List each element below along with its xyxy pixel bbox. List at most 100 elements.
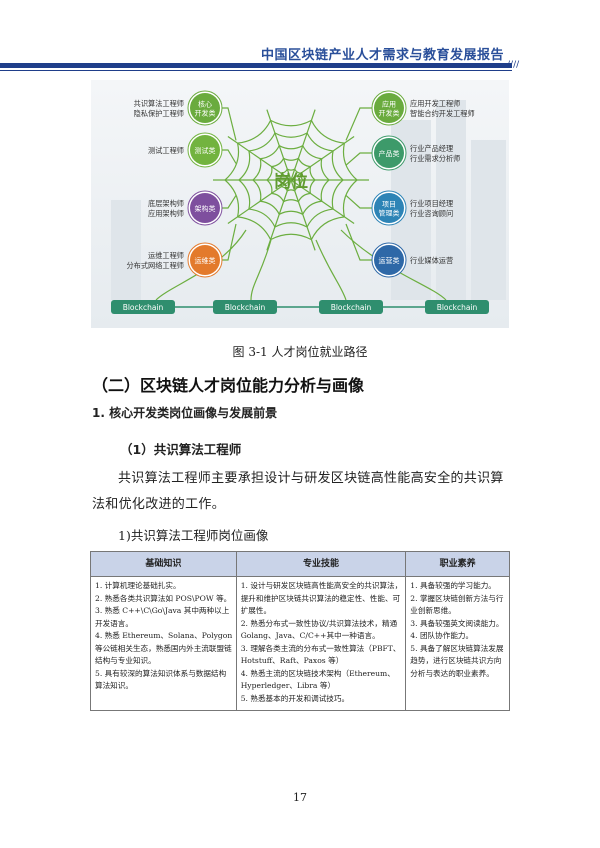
blockchain-rect <box>111 300 175 314</box>
professional-skills-cell: 1. 设计与研发区块链高性能高安全的共识算法，提升和维护区块链共识算法的稳定性、… <box>235 576 407 711</box>
node-circle <box>190 193 220 223</box>
connector-line <box>220 195 237 209</box>
role-label: 测试工程师 <box>148 146 184 155</box>
web-spoke <box>290 179 316 251</box>
connector-line <box>220 149 237 164</box>
list-item: 2. 熟悉各类共识算法如 POS\POW 等。 <box>95 593 232 603</box>
list-item: 3. 理解各类主流的分布式一致性算法（PBFT、Hotstuff、Raft、Pa… <box>240 643 401 666</box>
node-label: 管理类 <box>379 209 400 218</box>
table-row: 1. 计算机理论基础扎实。 2. 熟悉各类共识算法如 POS\POW 等。 3.… <box>90 576 510 711</box>
role-label: 智能合约开发工程师 <box>410 109 475 118</box>
node-label: 产品类 <box>379 149 400 158</box>
list-item: 4. 熟悉 Ethereum、Solana、Polygon 等公链相关生态，熟悉… <box>95 631 233 665</box>
role-label: 行业产品经理 <box>410 144 453 153</box>
node-label: 核心 <box>198 100 212 109</box>
list-item: 5. 熟悉基本的开发和调试技巧。 <box>240 693 350 703</box>
blockchain-label: Blockchain <box>437 303 478 312</box>
role-label: 隐私保护工程师 <box>134 109 184 118</box>
web-ring <box>278 168 304 192</box>
web-ring <box>224 119 358 241</box>
role-label: 共识算法工程师 <box>134 99 184 108</box>
node-label: 运维类 <box>195 256 216 265</box>
blockchain-box: Blockchain <box>213 300 277 314</box>
blockchain-label: Blockchain <box>331 303 372 312</box>
web-ring <box>252 144 330 216</box>
web-spoke <box>290 109 316 181</box>
connector-line <box>345 223 374 261</box>
role-profile-table: 基础知识 专业技能 职业素养 1. 计算机理论基础扎实。 2. 熟悉各类共识算法… <box>90 551 510 711</box>
header-basic-knowledge: 基础知识 <box>90 551 237 577</box>
node-circle <box>374 138 404 168</box>
job-category-node: 运营类 行业媒体运营 <box>345 223 453 278</box>
list-item: 2. 掌握区块链创新方法与行业创新思维。 <box>410 593 504 616</box>
node-circle <box>374 193 404 223</box>
connector-line <box>220 107 237 141</box>
blockchain-rect <box>213 300 277 314</box>
list-item: 3. 具备较强英文阅读能力。 <box>410 618 504 628</box>
list-item: 2. 熟悉分布式一致性协议/共识算法技术，精通 Golang、Java、C/C+… <box>240 618 398 641</box>
professional-qualities-cell: 1. 具备较强的学习能力。 2. 掌握区块链创新方法与行业创新思维。 3. 具备… <box>405 576 510 711</box>
web-spoke <box>290 136 355 181</box>
header-stripes: //// <box>507 60 520 70</box>
blockchain-box: Blockchain <box>319 300 383 314</box>
header-professional-qualities: 职业素养 <box>405 551 510 577</box>
career-path-figure: 岗位 核心开发类共识算法工程师隐私保护工程师测试类测试工程师架构类底层架构师应用… <box>91 80 509 328</box>
profile-subheading: 1)共识算法工程师岗位画像 <box>118 528 269 543</box>
connector-line <box>345 152 374 166</box>
connector-line <box>345 194 374 209</box>
list-item: 1. 计算机理论基础扎实。 <box>95 581 181 590</box>
blockchain-box: Blockchain <box>425 300 489 314</box>
subsection-heading: 1. 核心开发类岗位画像与发展前景 <box>92 406 278 420</box>
role-heading: （1）共识算法工程师 <box>120 442 242 457</box>
page-number: 17 <box>293 791 307 804</box>
header-rule <box>0 63 512 68</box>
web-spoke <box>227 136 292 181</box>
role-label: 行业项目经理 <box>410 199 453 208</box>
node-circle <box>190 135 220 165</box>
header-professional-skills: 专业技能 <box>235 551 407 577</box>
header-rule-thin <box>0 70 512 71</box>
node-label: 开发类 <box>195 109 216 118</box>
role-label: 分布式网络工程师 <box>126 261 184 270</box>
node-label: 开发类 <box>379 109 400 118</box>
spider-web-icon <box>213 109 369 251</box>
node-label: 运营类 <box>379 256 400 265</box>
node-label: 架构类 <box>195 204 216 213</box>
list-item: 5. 具有较深的算法知识体系与数据结构算法知识。 <box>95 668 227 691</box>
list-item: 5. 具备了解区块链算法发展趋势，进行区块链共识方向分析与表达的职业素养。 <box>410 643 504 678</box>
list-item: 1. 具备较强的学习能力。 <box>410 581 496 590</box>
role-label: 应用开发工程师 <box>410 99 460 108</box>
section-heading: （二）区块链人才岗位能力分析与画像 <box>92 376 365 395</box>
node-circle <box>190 245 220 275</box>
web-ring <box>238 132 344 228</box>
web-spoke <box>266 179 292 251</box>
role-label: 行业咨询顾问 <box>410 209 453 218</box>
role-description: 共识算法工程师主要承担设计与研发区块链高性能高安全的共识算法和优化改进的工作。 <box>92 471 504 512</box>
node-label: 应用 <box>382 100 396 109</box>
role-label: 底层架构师 <box>148 199 184 208</box>
blockchain-label: Blockchain <box>123 303 164 312</box>
connector-line <box>345 107 374 141</box>
web-spoke <box>227 179 292 224</box>
web-spoke <box>290 179 355 224</box>
table-header-row: 基础知识 专业技能 职业素养 <box>90 551 510 577</box>
web-ring <box>266 157 316 203</box>
background-buildings <box>111 100 506 300</box>
node-circle <box>374 245 404 275</box>
role-label: 行业媒体运营 <box>410 256 453 265</box>
career-path-diagram: 岗位 核心开发类共识算法工程师隐私保护工程师测试类测试工程师架构类底层架构师应用… <box>91 80 509 328</box>
figure-caption: 图 3-1 人才岗位就业路径 <box>232 345 368 359</box>
list-item: 1. 设计与研发区块链高性能高安全的共识算法，提升和维护区块链共识算法的稳定性、… <box>240 581 403 615</box>
node-circle <box>374 93 404 123</box>
node-circle <box>190 93 220 123</box>
blockchain-rect <box>425 300 489 314</box>
connector-line <box>220 223 237 261</box>
blockchain-rect <box>319 300 383 314</box>
web-spoke <box>266 109 292 181</box>
basic-knowledge-cell: 1. 计算机理论基础扎实。 2. 熟悉各类共识算法如 POS\POW 等。 3.… <box>90 576 237 711</box>
